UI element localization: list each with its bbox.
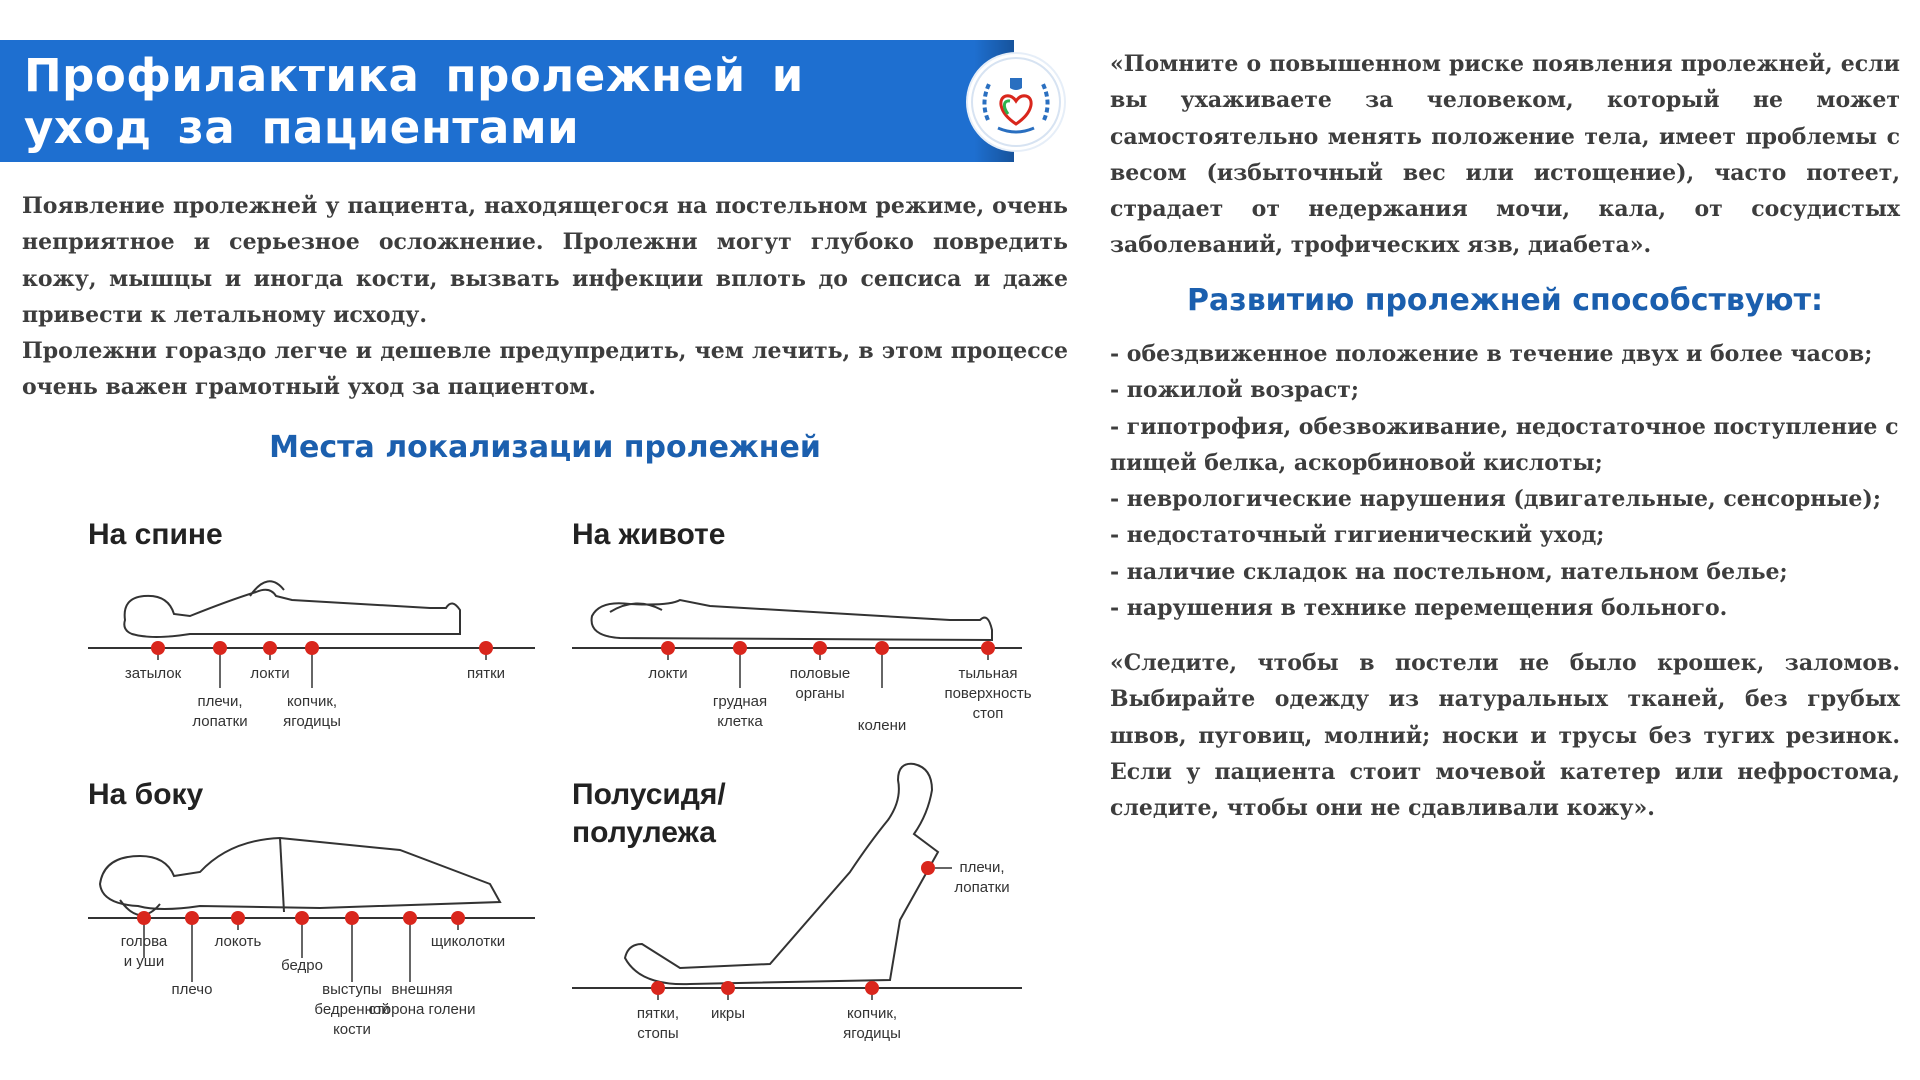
- emblem-logo: [968, 54, 1064, 150]
- pressure-point: [263, 641, 277, 655]
- pressure-points-diagram: На спине На животе На боку Полусидя/полулеж…: [88, 518, 1032, 1042]
- places-heading: Места локализации пролежней: [269, 430, 821, 465]
- point-label: сторона голени: [369, 1001, 476, 1018]
- point-label: плечи,: [197, 693, 242, 710]
- diagram-lines: [88, 580, 1022, 989]
- intro-paragraph-2: Пролежни гораздо легче и дешевле предупр…: [22, 338, 1068, 401]
- point-label: ягодицы: [843, 1025, 901, 1042]
- pressure-point: [875, 641, 889, 655]
- pressure-point: [345, 911, 359, 925]
- pressure-point: [479, 641, 493, 655]
- pressure-point: [865, 981, 879, 995]
- point-label: грудная: [713, 693, 767, 710]
- intro-paragraph-1: Появление пролежней у пациента, находяще…: [22, 193, 1068, 328]
- pressure-point: [451, 911, 465, 925]
- point-label: клетка: [717, 713, 763, 730]
- point-label: органы: [795, 685, 844, 702]
- pressure-point: [137, 911, 151, 925]
- pressure-point: [295, 911, 309, 925]
- pressure-point: [151, 641, 165, 655]
- factors-list: - обездвиженное положение в течение двух…: [1110, 336, 1900, 626]
- point-label: стопы: [637, 1025, 678, 1042]
- point-label: кости: [333, 1021, 371, 1038]
- point-label: щиколотки: [431, 933, 505, 950]
- pressure-point: [981, 641, 995, 655]
- point-label: локти: [648, 665, 687, 682]
- pressure-point: [921, 861, 935, 875]
- factors-heading: Развитию пролежней способствуют:: [1187, 283, 1823, 318]
- pose-title-belly: На животе: [572, 518, 725, 551]
- point-label: плечи,: [959, 859, 1004, 876]
- point-label: выступы: [322, 981, 382, 998]
- point-label: пятки: [467, 665, 505, 682]
- pressure-point: [721, 981, 735, 995]
- point-label: икры: [711, 1005, 745, 1022]
- factor-item: - наличие складок на постельном, нательн…: [1110, 558, 1788, 585]
- quote-risk: «Помните о повышенном риске появления пр…: [1110, 51, 1900, 259]
- pressure-point: [813, 641, 827, 655]
- point-label: половые: [790, 665, 851, 682]
- page-title: Профилактика пролежней и уход за пациент…: [24, 49, 804, 154]
- point-label: бедренной: [314, 1001, 389, 1018]
- point-label: затылок: [125, 665, 182, 682]
- pressure-point: [733, 641, 747, 655]
- factor-item: - неврологические нарушения (двигательны…: [1110, 486, 1881, 513]
- pressure-point: [231, 911, 245, 925]
- pressure-point: [651, 981, 665, 995]
- intro-text: Появление пролежней у пациента, находяще…: [22, 188, 1068, 406]
- point-label: локти: [250, 665, 289, 682]
- point-label: ягодицы: [283, 713, 341, 730]
- pose-title-back: На спине: [88, 518, 223, 551]
- point-label: пятки,: [637, 1005, 679, 1022]
- point-label: локоть: [215, 933, 262, 950]
- point-label: плечо: [172, 981, 213, 998]
- point-label: лопатки: [192, 713, 247, 730]
- pressure-point: [661, 641, 675, 655]
- point-label: стоп: [973, 705, 1004, 722]
- pressure-point: [305, 641, 319, 655]
- point-label: поверхность: [944, 685, 1031, 702]
- factor-item: - нарушения в технике перемещения больно…: [1110, 595, 1728, 622]
- factor-item: - гипотрофия, обезвоживание, недостаточн…: [1110, 413, 1899, 476]
- point-label: внешняя: [391, 981, 452, 998]
- point-label: копчик,: [287, 693, 337, 710]
- pressure-point: [403, 911, 417, 925]
- pressure-point: [213, 641, 227, 655]
- pose-title-sitting: Полусидя/: [572, 778, 726, 811]
- hearts-laurel-emblem-icon: [971, 57, 1061, 147]
- point-label: голова: [121, 933, 168, 950]
- point-label: тыльная: [959, 665, 1018, 682]
- point-label: и уши: [124, 953, 164, 970]
- factor-item: - недостаточный гигиенический уход;: [1110, 522, 1605, 549]
- pressure-point: [185, 911, 199, 925]
- point-label: бедро: [281, 957, 323, 974]
- point-label: лопатки: [954, 879, 1009, 896]
- pose-title-sitting: полулежа: [572, 816, 716, 849]
- pose-title-side: На боку: [88, 778, 204, 811]
- factor-item: - обездвиженное положение в течение двух…: [1110, 341, 1873, 367]
- point-label: копчик,: [847, 1005, 897, 1022]
- point-label: колени: [858, 717, 907, 734]
- quote-care-tips: «Следите, чтобы в постели не было крошек…: [1110, 650, 1900, 822]
- factor-item: - пожилой возраст;: [1110, 377, 1360, 404]
